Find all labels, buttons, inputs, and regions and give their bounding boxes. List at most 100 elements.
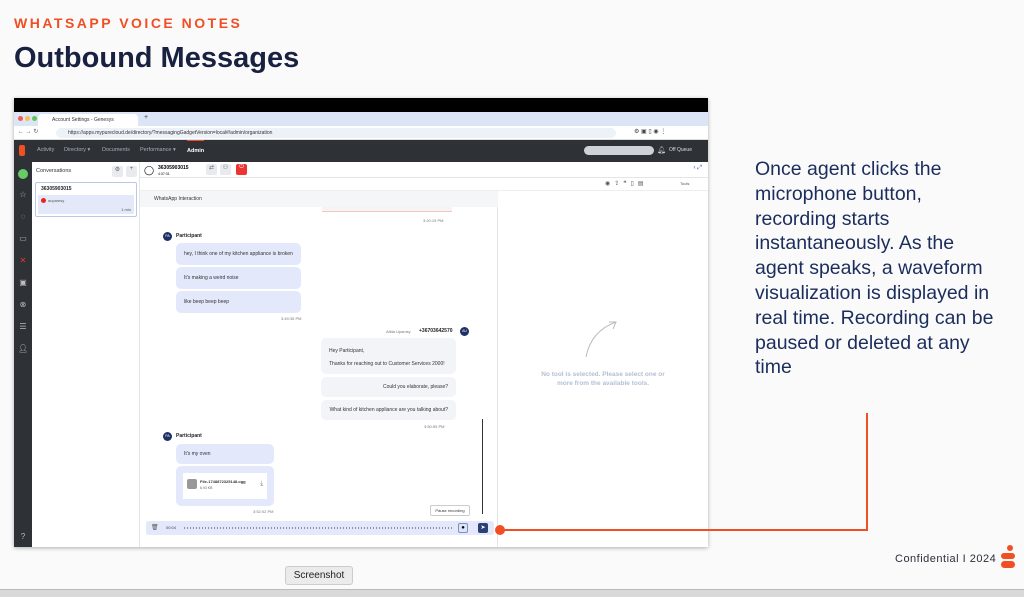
timestamp: 3:49:35 PM [281,316,302,321]
video-icon[interactable]: ▭ [19,234,27,243]
scrollbar[interactable] [482,419,483,514]
minimize-window-icon[interactable] [25,116,30,121]
interaction-phone: 36305903015 [158,165,189,171]
conversation-item[interactable]: aupamsy 1 min [38,195,134,214]
download-icon[interactable]: ⤓ [260,481,263,487]
file-name: File-1748872325148.ogg [200,479,246,484]
sidebar-rail: ☆ ◌ ▭ ✕ ▣ ⊗ ☰ 👤︎ ? [14,162,32,547]
settings-button[interactable]: ⚙ [112,166,123,177]
queue-status-toggle[interactable]: Off Queue [669,147,692,153]
top-bar [14,98,708,112]
consult-button[interactable]: ⚇ [220,164,231,175]
footer-text: Confidential I 2024 [895,553,997,565]
conversation-id: 36305903015 [41,186,72,192]
collapse-icon[interactable]: ‹ ⤢ [693,165,702,171]
message-text: Hey Participant, [329,348,365,354]
timestamp: 3:20:19 PM [423,218,444,223]
interaction-timer: 4:37:31 [158,172,170,176]
arrow-icon [585,321,617,358]
conversations-title: Conversations [36,168,72,174]
help-icon[interactable]: ? [20,532,26,541]
agent-avatar: AU [460,327,469,336]
conversation-user: aupamsy [48,198,65,203]
app-screenshot: Account Settings - Genesys + ← → ↻ https… [14,98,708,547]
slide-description: Once agent clicks the microphone button,… [755,158,994,379]
avatar[interactable] [18,169,28,179]
genesys-logo-icon [19,145,25,156]
nav-directory[interactable]: Directory ▾ [64,147,91,153]
message-bubble: It's making a weird noise [176,267,301,289]
file-size: 6.93 KB [200,486,213,490]
callout-dot [495,525,505,535]
message-bubble: It's my oven [176,444,274,464]
taskbar [0,589,1024,597]
app-navbar: Activity Directory ▾ Documents Performan… [14,140,708,162]
participant-avatar: PA [163,232,172,241]
nav-activity[interactable]: Activity [37,147,55,153]
address-bar: ← → ↻ https://apps.mypurecloud.de/direct… [14,126,708,140]
message-bubble: What kind of kitchen appliance are you t… [321,400,456,420]
bell-icon[interactable]: 🔔︎ [657,147,666,154]
agent-name: Attila Upamsy [386,329,411,334]
participant-avatar: PA [163,432,172,441]
message-bubble: like beep beep beep [176,291,301,313]
pause-recording-tooltip: Pause recording [430,505,470,516]
message-bubble: hey, I think one of my kitchen appliance… [176,243,301,265]
browser-tab[interactable]: Account Settings - Genesys [38,114,138,126]
browser-tab-bar: Account Settings - Genesys + [14,112,708,126]
message-bubble: Hey Participant, Thanks for reaching out … [321,338,456,374]
tools-button[interactable]: Tools [680,181,690,186]
chat-icon[interactable]: ◌ [20,212,26,221]
chat-panel: WhatsApp Interaction 3:20:19 PM PA Parti… [140,191,498,547]
send-button[interactable]: ➤ [478,523,488,533]
back-icon[interactable]: ← → ↻ [18,129,39,135]
chat-panel-title: WhatsApp Interaction [140,191,498,207]
nav-admin[interactable]: Admin [187,140,205,154]
tools-panel: No tool is selected. Please select one o… [498,191,708,547]
message-text: Thanks for reaching out to Customer Serv… [329,361,445,367]
delete-recording-icon[interactable]: 🗑︎ [151,525,159,531]
conversation-card[interactable]: 36305903015 aupamsy 1 min [35,182,137,217]
participant-name: Participant [176,433,202,439]
list-icon[interactable]: ☰ [19,322,27,331]
nav-performance[interactable]: Performance ▾ [140,147,176,153]
transfer-button[interactable]: ⇄ [206,164,217,175]
message-bubble [322,207,452,212]
waveform [184,527,454,529]
recording-time: 00:04 [166,525,177,530]
conversations-panel: Conversations ⚙ + 36305903015 aupamsy 1 … [32,162,140,547]
tool-icons[interactable]: ◉⇪❝▯▤ [605,181,648,187]
inbox-icon[interactable]: ▣ [19,278,27,287]
close-window-icon[interactable] [18,116,23,121]
message-bubble: Could you elaborate, please? [321,377,456,397]
screenshot-tooltip: Screenshot [285,566,353,585]
audio-file-icon [187,479,197,489]
new-tab-icon[interactable]: + [144,114,149,121]
url-input[interactable]: https://apps.mypurecloud.de/directory/?m… [56,128,616,138]
nav-documents[interactable]: Documents [102,147,130,153]
whatsapp-alert-icon [41,198,46,203]
timestamp: 3:50:55 PM [424,424,445,429]
no-tool-message: No tool is selected. Please select one o… [541,371,665,387]
support-icon[interactable]: ⊗ [19,300,27,309]
slide-eyebrow: WHATSAPP VOICE NOTES [14,15,243,31]
participant-name: Participant [176,233,202,239]
add-user-icon[interactable]: 👤︎ [18,344,29,353]
pause-recording-button[interactable]: ● [458,523,468,533]
search-input[interactable] [584,146,654,155]
tools-toolbar: ◉⇪❝▯▤ Tools [140,178,708,191]
file-attachment[interactable]: File-1748872325148.ogg 6.93 KB ⤓ [176,466,274,506]
browser-extension-icons[interactable]: ⚙ ▣ ▯ ◉ ⋮ [634,129,667,135]
add-participant-button[interactable]: + [126,166,137,177]
maximize-window-icon[interactable] [32,116,37,121]
timestamp: 3:52:02 PM [253,509,274,514]
slide-title: Outbound Messages [14,42,300,74]
conversation-time: 1 min [121,207,131,212]
genesys-logo-icon [1001,545,1015,568]
whatsapp-icon: ◯ [144,165,155,175]
interaction-header: ◯ 36305903015 4:37:31 ⇄ ⚇ ⏻ ‹ ⤢ [140,162,708,178]
end-interaction-button[interactable]: ⏻ [236,164,247,175]
star-icon[interactable]: ☆ [19,190,27,199]
recording-bar: 🗑︎ 00:04 ● ➤ [146,521,494,535]
phone-off-icon[interactable]: ✕ [19,256,27,265]
